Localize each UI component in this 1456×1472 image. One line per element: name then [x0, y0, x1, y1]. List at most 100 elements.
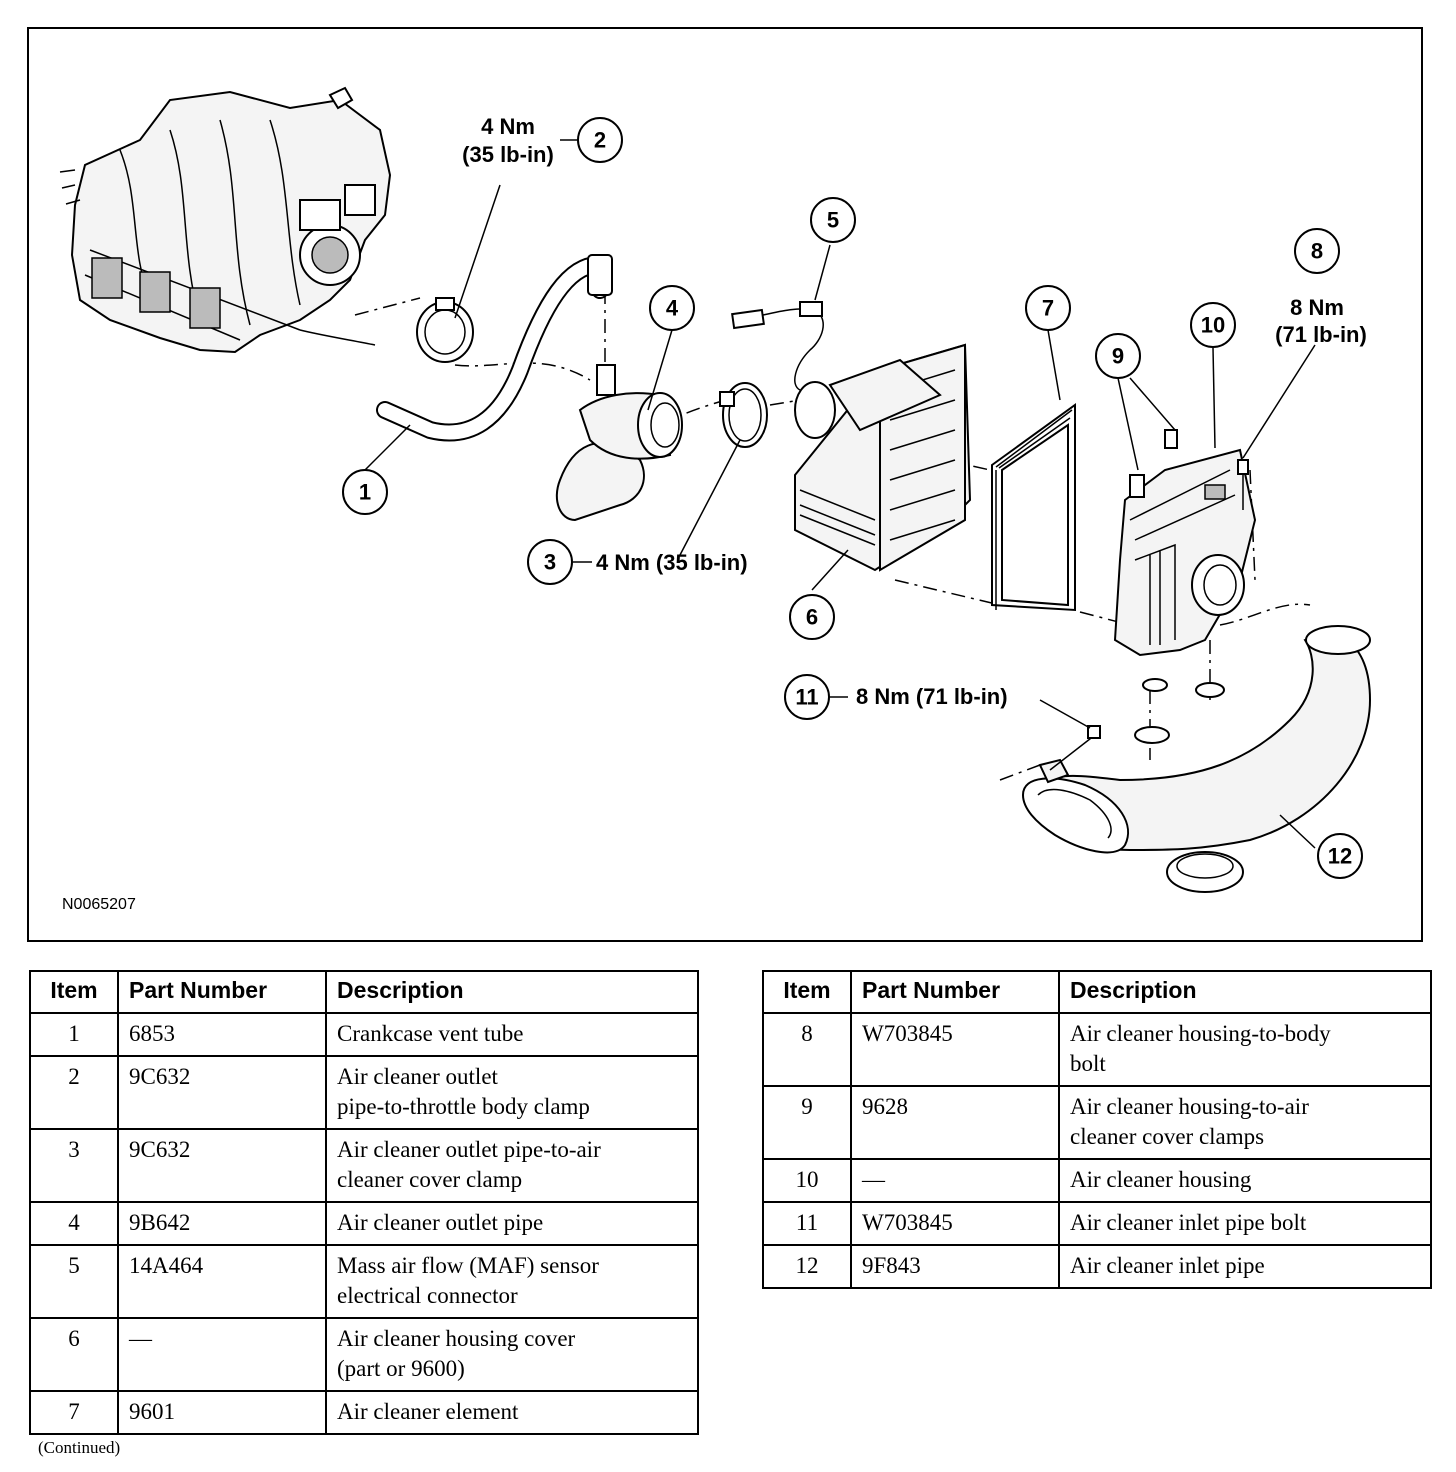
intake-manifold [59, 86, 392, 354]
air-cleaner-element [991, 403, 1076, 612]
callout-4: 4 [649, 285, 695, 331]
table-row: 5 14A464 Mass air flow (MAF) sensor elect… [29, 1244, 699, 1319]
cell-part-number: 9F843 [850, 1244, 1060, 1289]
table-header-row: Item Part Number Description [762, 970, 1432, 1014]
cell-description: Air cleaner outlet pipe [325, 1201, 699, 1246]
callout-3-number: 3 [544, 550, 556, 575]
table-row: 11 W703845 Air cleaner inlet pipe bolt [762, 1201, 1432, 1246]
callout-9: 9 [1095, 333, 1141, 379]
description-line: Air cleaner housing cover [337, 1326, 576, 1351]
cell-description: Mass air flow (MAF) sensor electrical con… [325, 1244, 699, 1319]
callout-12-number: 12 [1328, 844, 1352, 869]
cell-item: 6 [29, 1317, 119, 1392]
table-row: 10 — Air cleaner housing [762, 1158, 1432, 1203]
cell-item: 5 [29, 1244, 119, 1319]
cell-part-number: W703845 [850, 1201, 1060, 1246]
callout-4-number: 4 [666, 296, 679, 321]
cell-part-number: 9C632 [117, 1055, 327, 1130]
callout-3: 3 [527, 539, 573, 585]
callout-10: 10 [1190, 302, 1236, 348]
callout-7-number: 7 [1042, 296, 1054, 321]
housing-to-body-bolt [1237, 459, 1249, 510]
cell-description: Air cleaner housing [1058, 1158, 1432, 1203]
air-cleaner-inlet-pipe [1021, 625, 1372, 893]
cell-part-number: 9601 [117, 1390, 327, 1435]
parts-table-right: Item Part Number Description 8 W703845 A… [762, 970, 1432, 1289]
callout-11-number: 11 [795, 685, 818, 710]
cell-item: 3 [29, 1128, 119, 1203]
callout-9-number: 9 [1112, 344, 1124, 369]
cell-description: Air cleaner inlet pipe [1058, 1244, 1432, 1289]
cell-description: Crankcase vent tube [325, 1012, 699, 1057]
description-line: Mass air flow (MAF) sensor [337, 1253, 599, 1278]
continued-note: (Continued) [38, 1438, 121, 1457]
cell-item: 9 [762, 1085, 852, 1160]
exploded-view-illustration: 1 2 3 4 5 6 7 8 9 10 11 12 4 Nm (35 lb-i… [59, 86, 1372, 913]
cell-part-number: 9628 [850, 1085, 1060, 1160]
table-row: 6 — Air cleaner housing cover(part or 96… [29, 1317, 699, 1392]
header-part-number: Part Number [117, 970, 327, 1014]
description-line: Air cleaner outlet pipe-to-air [337, 1137, 601, 1162]
cell-part-number: W703845 [850, 1012, 1060, 1087]
throttle-body-clamp [416, 297, 474, 363]
callout-2: 2 [577, 117, 623, 163]
cell-item: 4 [29, 1201, 119, 1246]
air-cleaner-housing-cover [794, 343, 972, 572]
torque-label-8-line2: (71 lb-in) [1275, 322, 1367, 347]
callout-6-number: 6 [806, 605, 818, 630]
header-part-number: Part Number [850, 970, 1060, 1014]
callout-1: 1 [342, 469, 388, 515]
cell-item: 10 [762, 1158, 852, 1203]
callout-6: 6 [789, 594, 835, 640]
header-description: Description [325, 970, 699, 1014]
description-line: Air cleaner inlet pipe [1070, 1253, 1265, 1278]
cell-item: 12 [762, 1244, 852, 1289]
cell-part-number: 9C632 [117, 1128, 327, 1203]
torque-label-11: 8 Nm (71 lb-in) [856, 684, 1008, 709]
inlet-pipe-bolt [1049, 725, 1101, 771]
callout-12: 12 [1317, 833, 1363, 879]
maf-sensor-connector [731, 301, 824, 391]
description-line: Air cleaner inlet pipe bolt [1070, 1210, 1307, 1235]
callout-7: 7 [1025, 285, 1071, 331]
description-line: electrical connector [337, 1283, 518, 1308]
table-row: 7 9601 Air cleaner element [29, 1390, 699, 1435]
diagram-frame [27, 27, 1423, 942]
air-cleaner-outlet-pipe [555, 364, 683, 522]
cell-item: 1 [29, 1012, 119, 1057]
outlet-pipe-clamp [719, 382, 768, 448]
header-description: Description [1058, 970, 1432, 1014]
description-line: Air cleaner housing [1070, 1167, 1252, 1192]
callout-11: 11 [784, 674, 830, 720]
torque-label-2-line2: (35 lb-in) [462, 142, 554, 167]
table-header-row: Item Part Number Description [29, 970, 699, 1014]
description-line: Air cleaner outlet [337, 1064, 498, 1089]
figure-id: N0065207 [62, 896, 136, 913]
cell-part-number: — [850, 1158, 1060, 1203]
description-line: (part or 9600) [337, 1356, 465, 1381]
table-row: 8 W703845 Air cleaner housing-to-body bol… [762, 1012, 1432, 1087]
cell-item: 2 [29, 1055, 119, 1130]
cell-item: 11 [762, 1201, 852, 1246]
description-line: bolt [1070, 1051, 1106, 1076]
description-line: Air cleaner housing-to-air [1070, 1094, 1309, 1119]
cell-description: Air cleaner inlet pipe bolt [1058, 1201, 1432, 1246]
callout-2-number: 2 [594, 128, 606, 153]
header-item: Item [29, 970, 119, 1014]
callout-5-number: 5 [827, 208, 839, 233]
description-line: Air cleaner housing-to-body [1070, 1021, 1331, 1046]
header-item: Item [762, 970, 852, 1014]
torque-label-2-line1: 4 Nm [481, 114, 535, 139]
description-line: Air cleaner element [337, 1399, 519, 1424]
callout-5: 5 [810, 197, 856, 243]
table-row: 4 9B642 Air cleaner outlet pipe [29, 1201, 699, 1246]
cell-item: 8 [762, 1012, 852, 1087]
description-line: Air cleaner outlet pipe [337, 1210, 544, 1235]
cell-part-number: 14A464 [117, 1244, 327, 1319]
torque-label-8-line1: 8 Nm [1290, 295, 1344, 320]
cell-description: Air cleaner element [325, 1390, 699, 1435]
